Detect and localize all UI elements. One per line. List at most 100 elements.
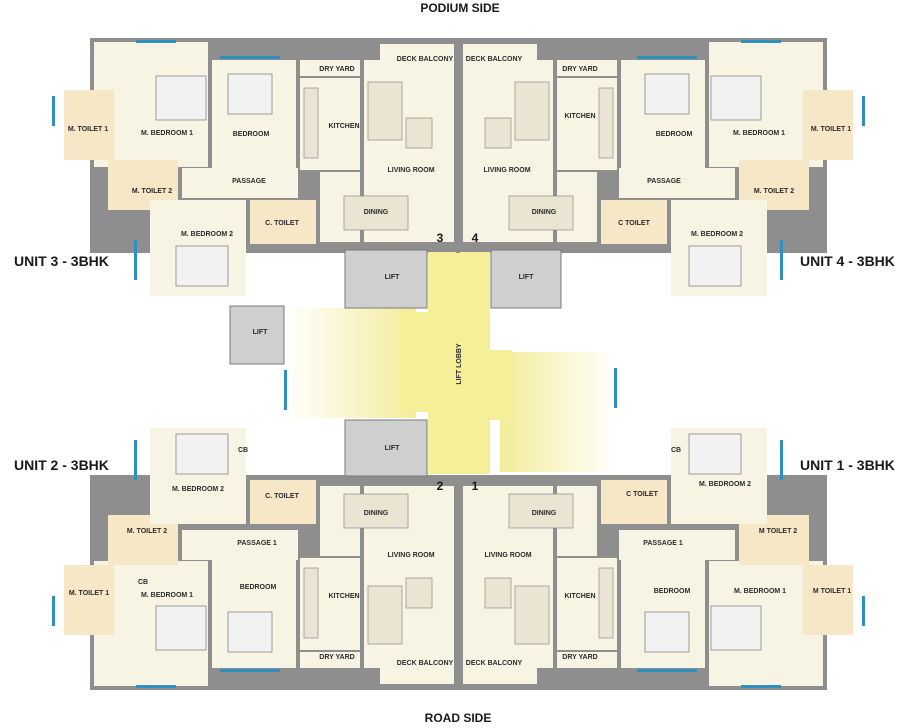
unit-1-window-3 [862, 596, 865, 626]
staircase-left [286, 308, 416, 418]
u2-m-toilet-2-label: M. TOILET 2 [127, 528, 167, 535]
u1-deck-balcony-label: DECK BALCONY [466, 660, 523, 667]
unit-1-m-toilet-1 [803, 565, 853, 635]
core [229, 38, 617, 690]
u3-passage-label: PASSAGE [232, 178, 266, 185]
u4-bedroom-label: BEDROOM [656, 131, 693, 138]
lift-lobby [428, 252, 490, 474]
lift-top-left [344, 249, 428, 309]
lift-bottom [344, 419, 428, 477]
unit-number-2: 2 [437, 479, 444, 493]
unit-4-deck-balcony [463, 44, 537, 72]
u1-dining-label: DINING [532, 510, 557, 517]
unit-3-plan [52, 38, 458, 296]
unit-4-bed-1 [710, 75, 762, 121]
u3-bedroom-label: BEDROOM [233, 131, 270, 138]
u3-dining-label: DINING [364, 209, 389, 216]
unit-number-1: 1 [472, 479, 479, 493]
unit-1-deck-balcony [463, 656, 537, 684]
u2-bedroom-label: BEDROOM [240, 584, 277, 591]
u3-deck-balcony-label: DECK BALCONY [397, 56, 454, 63]
u4-m-bedroom-2-label: M. BEDROOM 2 [691, 231, 743, 238]
unit-3-dry-yard [300, 60, 360, 76]
unit-2-m-toilet-1 [64, 565, 114, 635]
podium-side-label: PODIUM SIDE [420, 1, 499, 15]
unit-2-bed-2 [227, 611, 273, 653]
u2-kitchen-label: KITCHEN [328, 593, 359, 600]
lift-label-top-left: LIFT [385, 274, 400, 281]
u2-c-toilet-label: C. TOILET [265, 493, 299, 500]
lift-label-left: LIFT [253, 329, 268, 336]
u2-m-bedroom-2-label: M. BEDROOM 2 [172, 486, 224, 493]
unit-4-kitchen-counter [598, 87, 614, 159]
unit-3-window-3 [52, 96, 55, 126]
u1-cb-label: CB [671, 447, 681, 454]
unit-4-coffee-table [484, 117, 512, 149]
unit-3-deck-balcony [380, 44, 454, 72]
lift-label-top-right: LIFT [519, 274, 534, 281]
u2-dining-label: DINING [364, 510, 389, 517]
u3-living-room-label: LIVING ROOM [387, 167, 434, 174]
unit-2-deck-balcony [380, 656, 454, 684]
u1-m-bedroom-2-label: M. BEDROOM 2 [699, 481, 751, 488]
u4-deck-balcony-label: DECK BALCONY [466, 56, 523, 63]
unit-3-m-toilet-1 [64, 90, 114, 160]
unit-2-bed-1 [155, 605, 207, 651]
unit-2-dining-table [343, 493, 409, 529]
u1-living-room-label: LIVING ROOM [484, 552, 531, 559]
unit-4-passage [619, 168, 735, 198]
u4-dry-yard-label: DRY YARD [562, 66, 597, 73]
party-wall-bottom [456, 475, 460, 690]
lift-lobby-label: LIFT LOBBY [456, 343, 463, 385]
u2-deck-balcony-label: DECK BALCONY [397, 660, 454, 667]
lift-lobby-right-arm [488, 350, 512, 420]
u3-m-bedroom-2-label: M. BEDROOM 2 [181, 231, 233, 238]
unit-4-dry-yard [557, 60, 617, 76]
unit-1-coffee-table [484, 577, 512, 609]
staircase-right [500, 352, 616, 472]
unit-1-window-1 [741, 685, 781, 688]
u4-m-toilet-1-label: M. TOILET 1 [811, 126, 851, 133]
u1-dry-yard-label: DRY YARD [562, 654, 597, 661]
unit-2-title: UNIT 2 - 3BHK [14, 457, 109, 473]
u3-kitchen-label: KITCHEN [328, 123, 359, 130]
party-wall-top [456, 38, 460, 253]
unit-1-title: UNIT 1 - 3BHK [800, 457, 895, 473]
u2-passage-1-label: PASSAGE 1 [237, 540, 277, 547]
u4-passage-label: PASSAGE [647, 178, 681, 185]
unit-1-window-4 [780, 440, 783, 480]
unit-3-window-4 [134, 240, 137, 280]
lift-top-right [490, 249, 562, 309]
unit-number-4: 4 [472, 231, 479, 245]
unit-4-m-toilet-1 [803, 90, 853, 160]
u1-m-toilet-2-label: M TOILET 2 [759, 528, 797, 535]
unit-4-sofa [514, 81, 550, 141]
lift-lobby-left-arm [400, 312, 430, 412]
unit-2-kitchen-counter [303, 567, 319, 639]
unit-2-c-toilet [250, 480, 316, 524]
unit-4-bed-3 [688, 245, 742, 287]
unit-2-plan [52, 428, 458, 690]
unit-3-dining-table [343, 195, 409, 231]
u2-cb-label: CB [238, 447, 248, 454]
unit-3-kitchen-counter [303, 87, 319, 159]
unit-1-dry-yard [557, 652, 617, 668]
unit-4-bed-2 [644, 73, 690, 115]
u4-m-bedroom-1-label: M. BEDROOM 1 [733, 130, 785, 137]
unit-1-window-2 [637, 669, 697, 672]
unit-3-coffee-table [405, 117, 433, 149]
unit-4-title: UNIT 4 - 3BHK [800, 253, 895, 269]
u1-c-toilet-label: C TOILET [626, 491, 658, 498]
u3-dry-yard-label: DRY YARD [319, 66, 354, 73]
unit-1-plan [459, 428, 865, 690]
unit-3-title: UNIT 3 - 3BHK [14, 253, 109, 269]
unit-3-c-toilet [250, 200, 316, 244]
unit-2-bed-3 [175, 433, 229, 475]
u4-m-toilet-2-label: M. TOILET 2 [754, 188, 794, 195]
unit-2-window-3 [52, 596, 55, 626]
unit-2-window-2 [220, 669, 280, 672]
u3-c-toilet-label: C. TOILET [265, 220, 299, 227]
unit-1-passage-1 [619, 530, 735, 560]
unit-1-c-toilet [601, 480, 667, 524]
